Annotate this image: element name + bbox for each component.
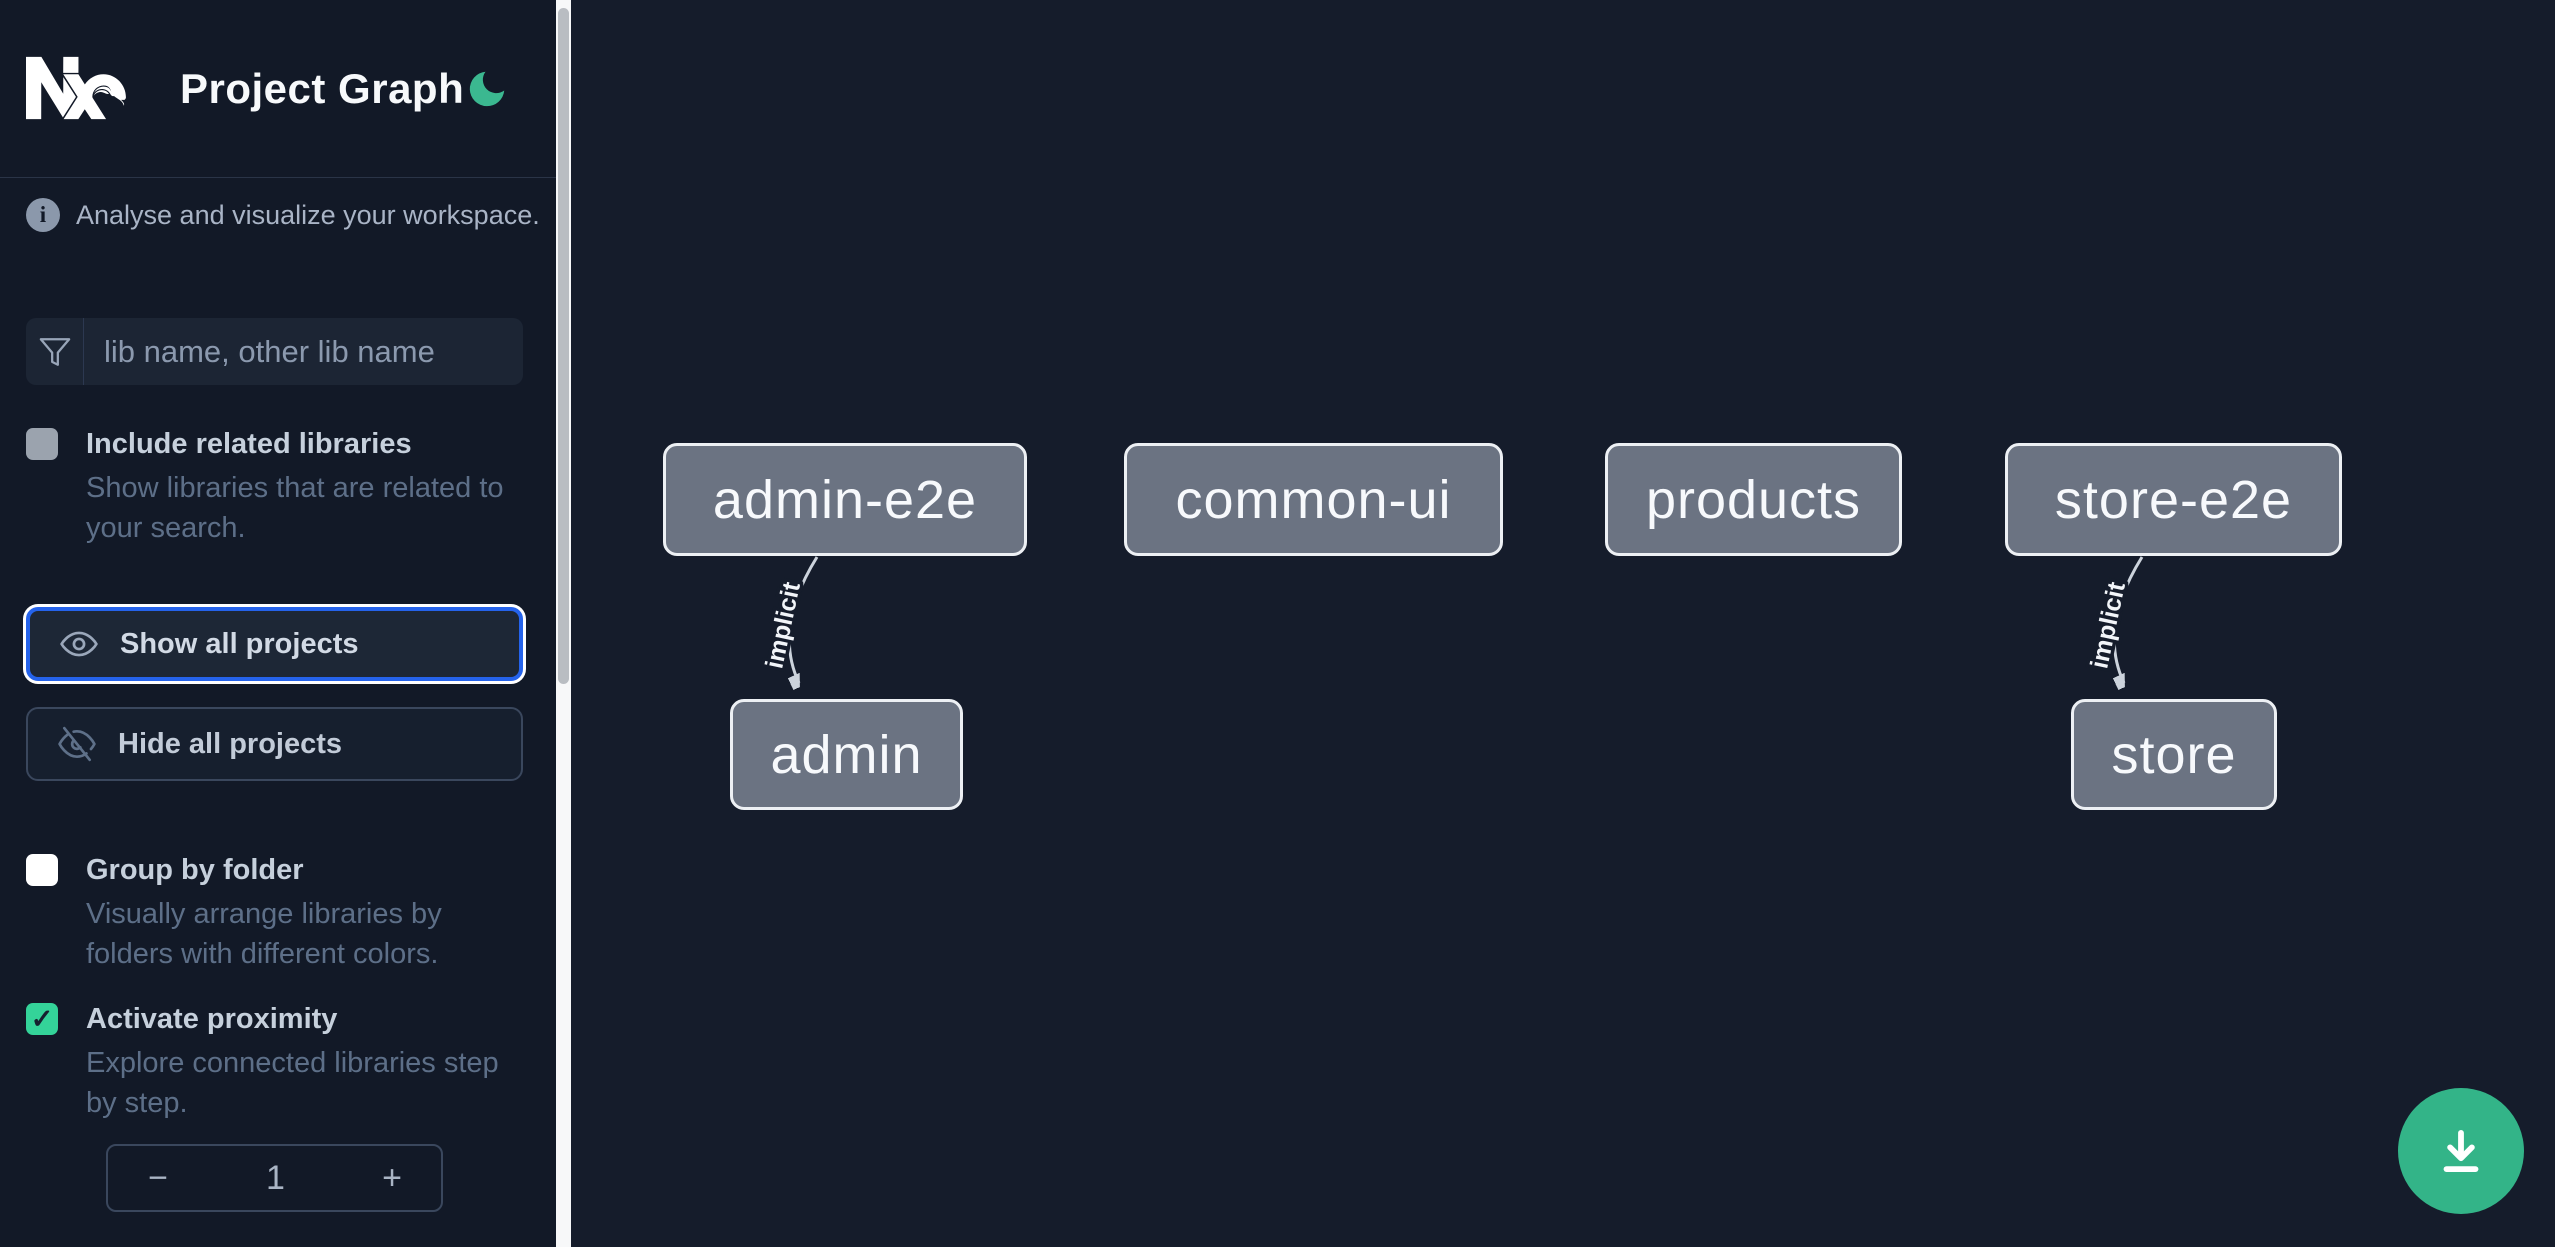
activate-proximity-checkbox[interactable]: ✓: [26, 1003, 58, 1035]
activate-proximity-label: Activate proximity: [86, 1003, 338, 1035]
stepper-value[interactable]: 1: [266, 1158, 285, 1197]
eye-icon: [60, 631, 98, 657]
graph-node-products[interactable]: products: [1605, 443, 1902, 556]
sidebar: Project Graph i Analyse and visualize yo…: [0, 0, 556, 1247]
group-by-folder-label: Group by folder: [86, 854, 304, 886]
info-icon: i: [26, 198, 60, 232]
group-by-folder-option[interactable]: Group by folder Visually arrange librari…: [26, 854, 526, 1014]
sidebar-scrollbar-thumb[interactable]: [558, 8, 569, 684]
graph-node-store[interactable]: store: [2071, 699, 2277, 810]
include-related-label: Include related libraries: [86, 428, 412, 460]
graph-node-admin-e2e[interactable]: admin-e2e: [663, 443, 1027, 556]
stepper-increment-button[interactable]: +: [343, 1146, 441, 1210]
graph-canvas[interactable]: [571, 0, 2555, 1247]
sidebar-header: Project Graph: [0, 0, 556, 178]
moon-icon: [469, 71, 505, 107]
download-graph-button[interactable]: [2398, 1088, 2524, 1214]
include-related-option[interactable]: Include related libraries Show libraries…: [26, 428, 526, 588]
page-title: Project Graph: [180, 65, 465, 112]
graph-node-common-ui[interactable]: common-ui: [1124, 443, 1503, 556]
show-all-projects-label: Show all projects: [120, 627, 359, 660]
filter-box: [26, 318, 523, 385]
eye-off-icon: [58, 726, 96, 762]
graph-node-admin[interactable]: admin: [730, 699, 963, 810]
theme-toggle-button[interactable]: [464, 66, 510, 112]
include-related-description: Show libraries that are related to your …: [86, 472, 504, 544]
activate-proximity-option[interactable]: ✓ Activate proximity Explore connected l…: [26, 1003, 526, 1163]
include-related-checkbox[interactable]: [26, 428, 58, 460]
hide-all-projects-label: Hide all projects: [118, 727, 343, 760]
show-all-projects-button[interactable]: Show all projects: [26, 607, 523, 681]
proximity-depth-stepper: − 1 +: [106, 1144, 443, 1212]
sidebar-scrollbar-track[interactable]: [556, 0, 571, 1247]
download-icon: [2443, 1129, 2479, 1173]
activate-proximity-description: Explore connected libraries step by step…: [86, 1047, 499, 1119]
graph-node-store-e2e[interactable]: store-e2e: [2005, 443, 2342, 556]
group-by-folder-checkbox[interactable]: [26, 854, 58, 886]
hide-all-projects-button[interactable]: Hide all projects: [26, 707, 523, 781]
tagline-text: Analyse and visualize your workspace.: [76, 199, 540, 230]
nx-logo-icon: [26, 56, 126, 120]
funnel-icon: [26, 318, 84, 385]
tagline-row: i Analyse and visualize your workspace.: [26, 198, 540, 232]
filter-input[interactable]: [84, 318, 523, 385]
group-by-folder-description: Visually arrange libraries by folders wi…: [86, 898, 442, 970]
stepper-decrement-button[interactable]: −: [108, 1146, 208, 1210]
